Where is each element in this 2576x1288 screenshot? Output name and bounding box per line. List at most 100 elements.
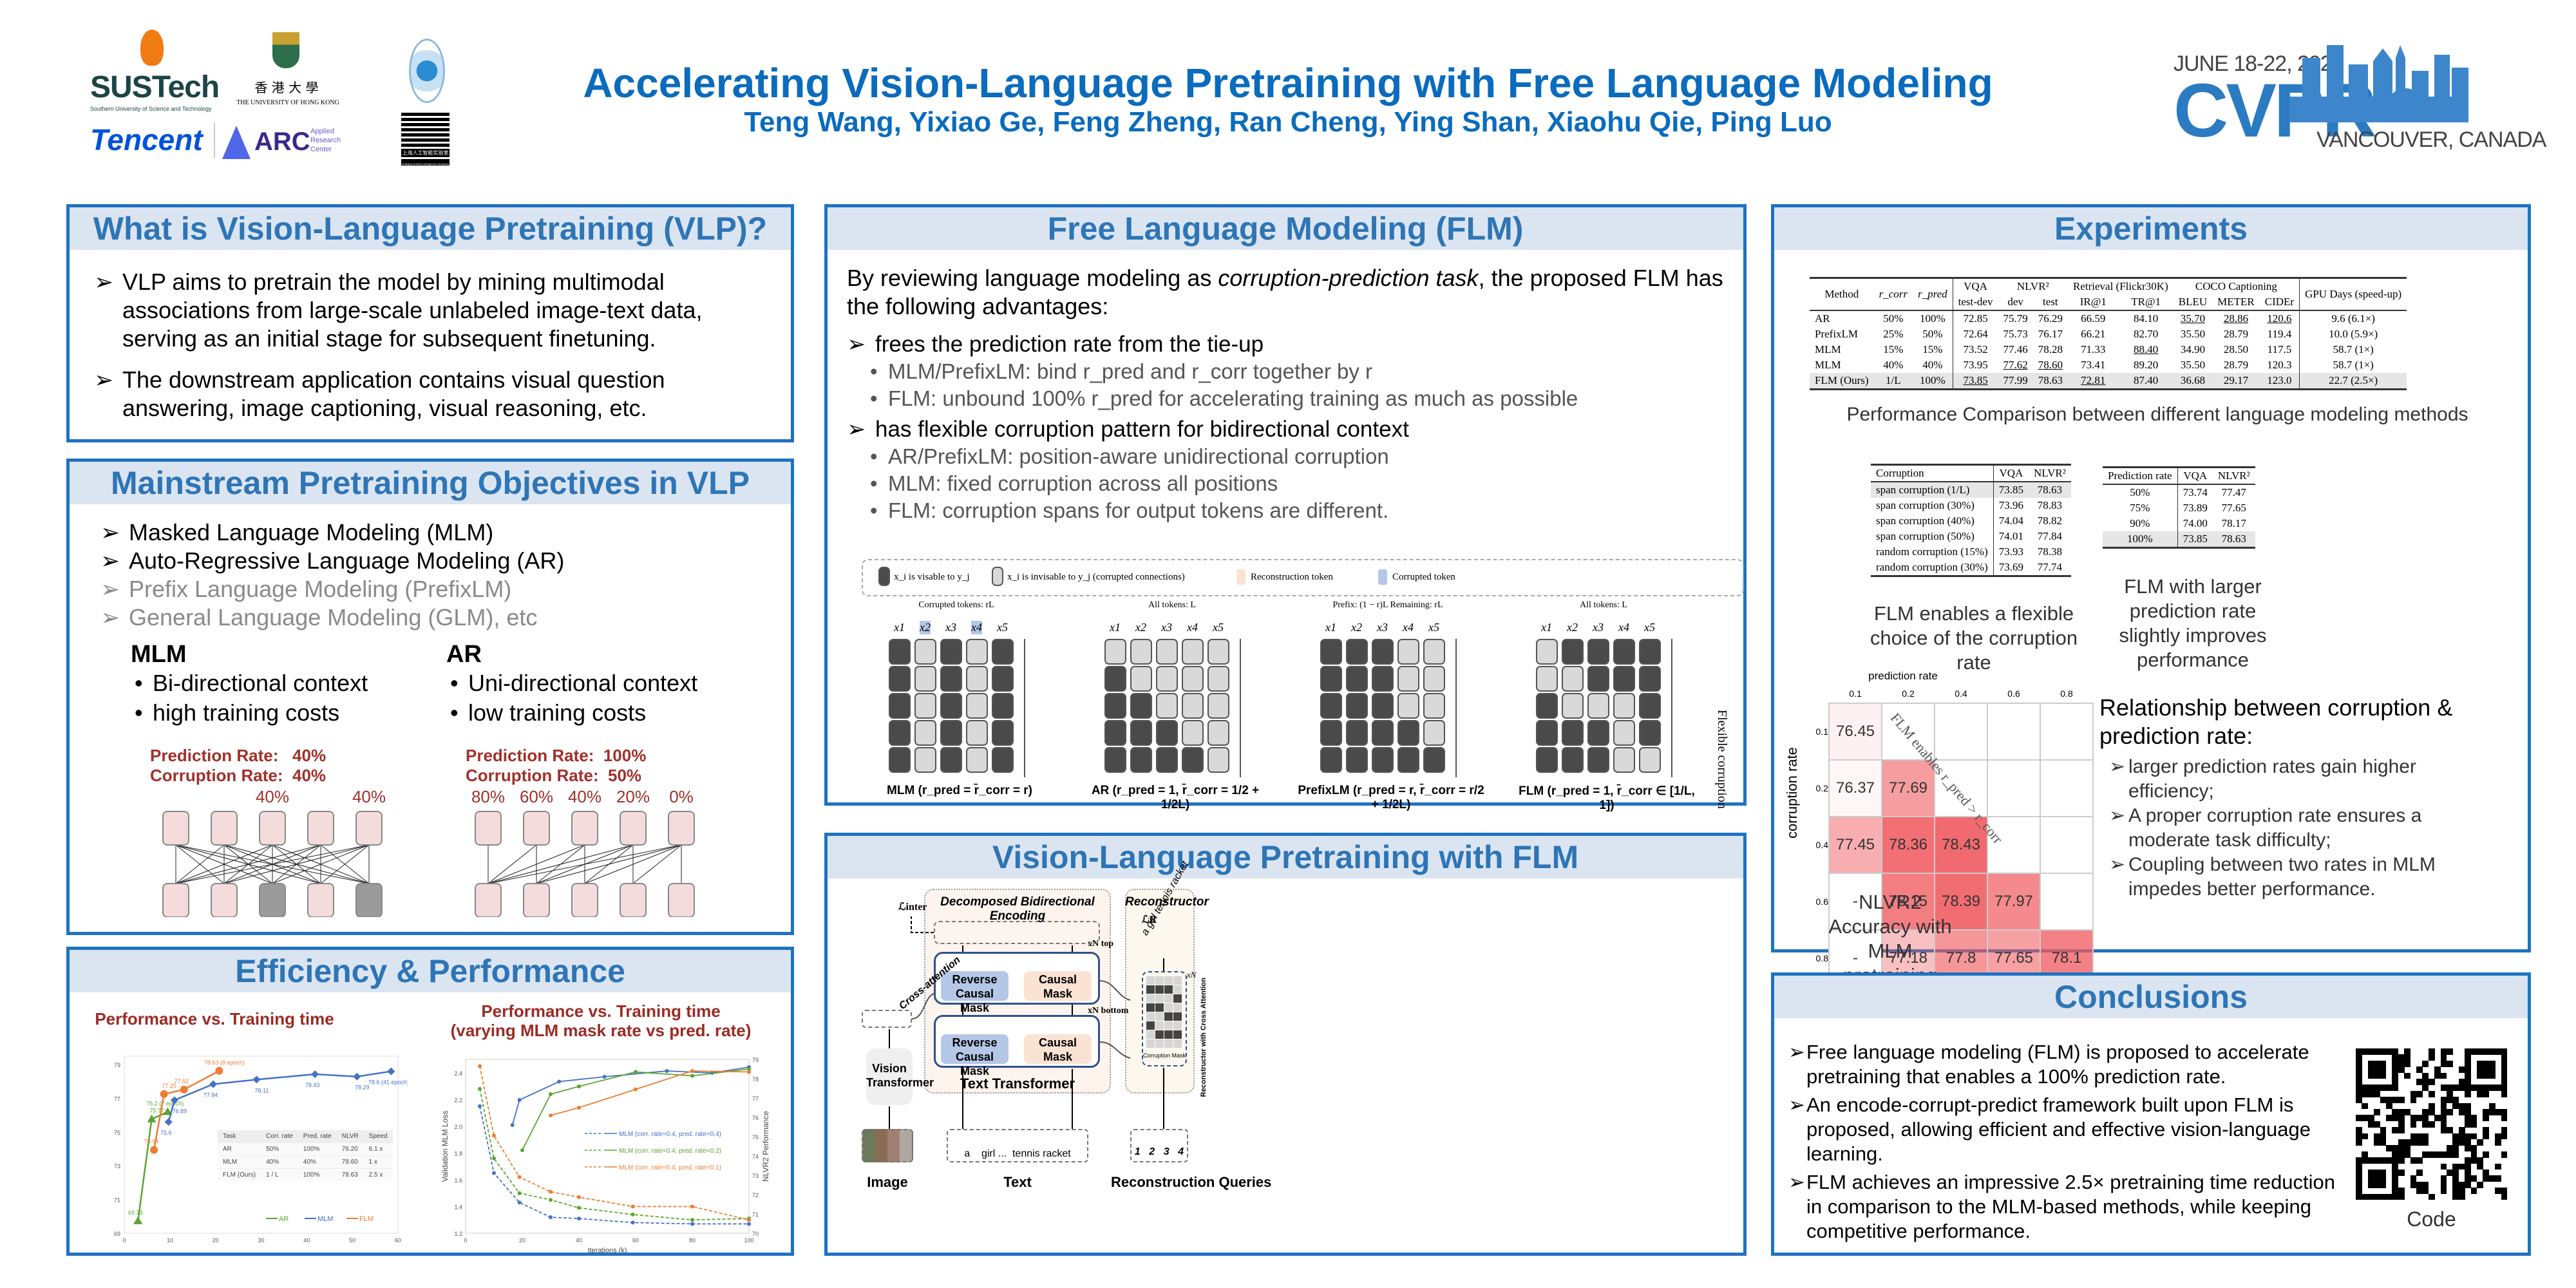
panel-what-is-vlp: What is Vision-Language Pretraining (VLP… — [66, 204, 794, 442]
table-cell: 77.46 — [2003, 343, 2028, 355]
n-top-label: xN top — [1088, 939, 1114, 949]
table-cell: MLM — [1815, 359, 1841, 371]
col-header: Prediction rate — [2103, 467, 2178, 484]
heatmap-cell — [1881, 703, 1935, 761]
main-table-caption: Performance Comparison between different… — [1846, 404, 2468, 425]
data-point — [311, 1070, 319, 1079]
inset-cell: 2.5 x — [363, 1168, 393, 1181]
inset-cell: 100% — [298, 1142, 337, 1156]
table-cell: span corruption (40%) — [1871, 513, 1994, 529]
mask-cell — [1156, 747, 1178, 773]
table-cell: 87.40 — [2134, 374, 2159, 386]
top-node — [668, 811, 695, 846]
mask-cell — [1587, 639, 1609, 665]
mask-cell — [966, 693, 988, 719]
data-point — [252, 1075, 261, 1084]
architecture-arrows — [889, 916, 1164, 1129]
corruption-mask-cell — [1146, 1003, 1155, 1012]
x-tick: 40 — [576, 1237, 582, 1244]
arc-sub1: Applied — [310, 128, 334, 135]
table-cell: 120.6 — [2259, 310, 2300, 327]
y-right-axis-label: NLVR2 Performance — [761, 1111, 770, 1182]
mask-cell — [992, 639, 1014, 665]
node-label: 40% — [568, 788, 601, 806]
heatmap-cell — [2040, 873, 2094, 931]
y-tick: 1.8 — [454, 1150, 462, 1157]
mask-cell — [1156, 693, 1178, 719]
col-header: NLVR² — [2033, 467, 2066, 479]
data-point — [478, 1086, 482, 1091]
data-point — [690, 1222, 694, 1226]
table-cell: 76.29 — [2038, 312, 2063, 325]
data-point — [549, 1215, 553, 1220]
legend-corrupted: Corrupted token — [1392, 572, 1455, 582]
table-cell: 50% — [2103, 484, 2178, 500]
data-point — [577, 1206, 581, 1210]
table-cell: 58.7 (1×) — [2333, 359, 2374, 371]
sub-header: BLEU — [2178, 296, 2208, 308]
attention-edge — [175, 844, 370, 884]
data-point — [747, 1070, 751, 1074]
legend-label: MLM (corr. rate=0.4, pred. rate=0.1) — [619, 1164, 721, 1171]
node-label: 60% — [520, 788, 553, 806]
r-corr-axis — [1455, 639, 1457, 777]
table-cell: 1/L — [1885, 374, 1901, 386]
mask-cell — [1536, 666, 1558, 692]
plot-area — [465, 1059, 750, 1234]
legend-visible: x_i is visable to y_j — [894, 572, 970, 582]
col-header: Corruption — [1871, 464, 1994, 482]
data-point — [630, 1204, 635, 1209]
flm-points: frees the prediction rate from the tie-u… — [828, 321, 1743, 358]
heatmap-cell — [2040, 816, 2094, 874]
table-cell: 74.04 — [1998, 515, 2023, 527]
text-label: Text — [1003, 1174, 1032, 1190]
y-tick: 2.4 — [454, 1070, 462, 1077]
table-cell: 100% — [1913, 373, 1953, 390]
mask-cell — [992, 666, 1014, 692]
table-cell: span corruption (30%) — [1871, 498, 1994, 513]
data-point — [634, 1070, 638, 1074]
flm-intro-text: , the proposed FLM has the following adv… — [847, 265, 1723, 319]
series-line — [479, 1106, 749, 1225]
mask-cell — [1182, 666, 1204, 692]
invisible-cell-icon — [992, 567, 1003, 586]
column-label: x4 — [1187, 621, 1198, 634]
column-label: x2 — [920, 621, 931, 634]
mask-cell — [1104, 666, 1126, 692]
heatmap-y-tick: 0.2 — [1815, 783, 1828, 793]
corruption-mask-box — [1142, 971, 1187, 1066]
table-cell: 15% — [1913, 342, 1953, 357]
data-point — [747, 1222, 751, 1226]
column-label: x3 — [1593, 621, 1604, 634]
mask-cell — [1613, 693, 1635, 719]
data-point — [478, 1104, 482, 1108]
flm-sub: FLM: unbound 100% r_pred for acceleratin… — [866, 385, 1743, 412]
mask-cell — [940, 639, 962, 665]
attention-edge — [488, 844, 537, 884]
mask-cell — [1372, 693, 1394, 719]
panel-heading: Experiments — [1774, 207, 2528, 250]
text-transformer-label: Text Transformer — [960, 1075, 1075, 1092]
corruption-mask-cell — [1164, 1003, 1173, 1012]
table-cell: 78.28 — [2038, 343, 2063, 355]
mask-cell — [1423, 747, 1445, 773]
data-point — [164, 1118, 173, 1126]
ar-points: Uni-directional context low training cos… — [446, 668, 768, 728]
heatmap-cell — [1987, 816, 2041, 874]
heatmap-x-tick: 0.2 — [1902, 688, 1915, 699]
heatmap-cell — [1934, 759, 1988, 817]
corruption-mask-cell — [1173, 1003, 1182, 1012]
qr-label: Code — [2407, 1208, 2456, 1231]
qr-code[interactable] — [2356, 1048, 2508, 1200]
data-point — [549, 1092, 553, 1096]
top-node — [162, 811, 189, 846]
image-inputs — [862, 1129, 913, 1162]
mask-cell — [1613, 720, 1635, 746]
recon-arrow — [1099, 1041, 1131, 1059]
